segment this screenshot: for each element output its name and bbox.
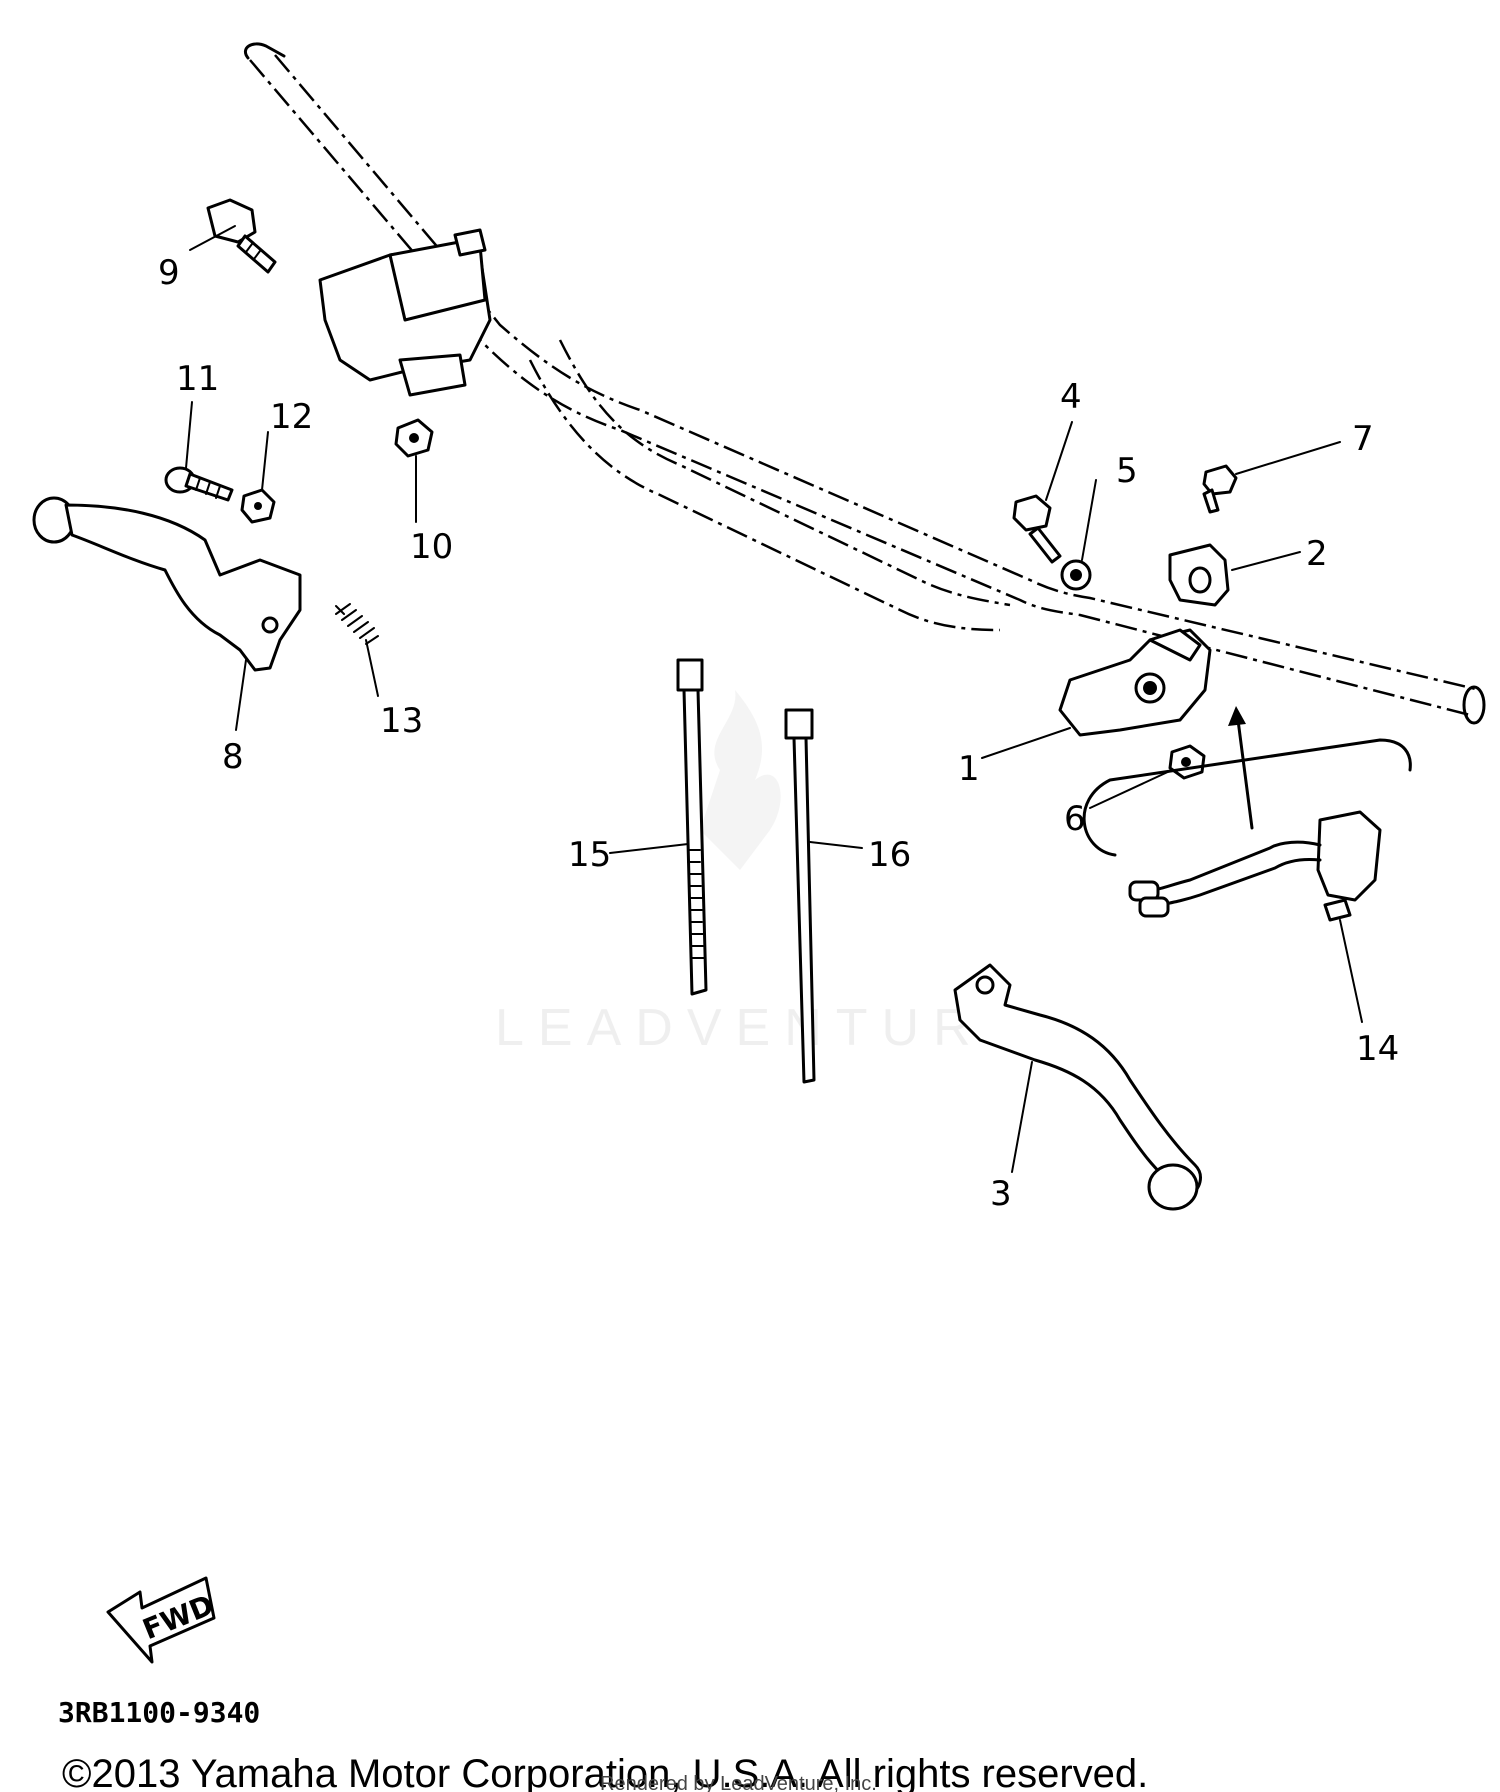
rendered-by: Rendered by LeadVenture, Inc. [600,1773,877,1792]
callout-13: 13 [380,701,423,741]
callouts: 1 2 3 4 5 6 7 8 9 10 11 12 13 14 15 16 [158,253,1399,1214]
watermark-text: LEADVENTURE [495,999,1033,1057]
callout-1: 1 [958,749,980,789]
callout-16: 16 [868,835,911,875]
copyright-notice: ©2013 Yamaha Motor Corporation, U.S.A. A… [62,1752,1148,1792]
clamp-2 [1168,543,1230,607]
cable-tie-15-teeth [687,849,705,959]
handlebar [243,42,1486,725]
nut-12 [240,488,276,524]
callout-7: 7 [1352,419,1374,459]
lever-holder-1 [1058,628,1212,737]
switch-14 [1082,738,1412,922]
leadventure-watermark: LEADVENTURE [495,690,1033,1057]
callout-3: 3 [990,1174,1012,1214]
bolt-9 [206,198,277,274]
callout-8: 8 [222,737,244,777]
left-switch-assembly [318,228,492,397]
leader-lines [185,225,1363,1173]
nut-6 [1168,744,1206,780]
callout-2: 2 [1306,534,1328,574]
callout-14: 14 [1356,1029,1399,1069]
fwd-arrow: FWD [106,1576,218,1664]
cable-tie-15 [676,658,708,996]
lever-3 [953,963,1202,1211]
callout-11: 11 [176,359,219,399]
cable-tie-16 [784,708,816,1084]
diagram-code: 3RB1100-9340 [58,1696,260,1729]
spring-13 [335,603,379,645]
washer-5 [1060,559,1092,591]
lever-8 [32,496,302,672]
callout-15: 15 [568,835,611,875]
screw-7 [1202,464,1238,514]
bolt-11 [164,466,234,502]
nut-10 [394,418,434,458]
bolt-4 [1012,494,1062,564]
callout-9: 9 [158,253,180,293]
callout-12: 12 [270,397,313,437]
callout-4: 4 [1060,377,1082,417]
callout-5: 5 [1116,451,1138,491]
callout-6: 6 [1064,799,1086,839]
pointer-arrow [1228,706,1254,830]
callout-10: 10 [410,527,453,567]
